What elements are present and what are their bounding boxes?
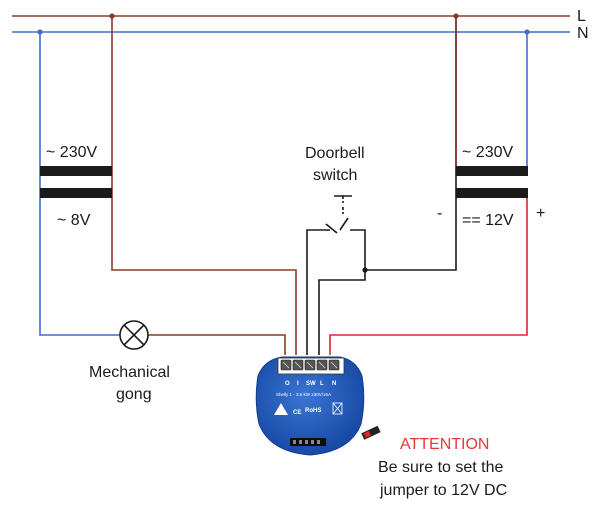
junction-dot [453,13,459,19]
left-transformer-primary-label: ~ 230V [46,144,97,161]
doorbell-switch-label-line1: Doorbell [305,145,365,162]
rohs-mark: RoHS [305,408,321,414]
relay-terminal-sw: SW [306,381,316,387]
left-transformer-secondary-label: ~ 8V [57,212,91,229]
right-transformer-primary [456,166,528,176]
junction-dot [109,13,115,19]
relay-terminal-n: N [332,381,336,387]
live-label: L [577,8,586,25]
attention-line2: jumper to 12V DC [379,482,507,499]
neutral-to-relay-wire [318,270,366,355]
left-transformer-secondary [40,188,112,198]
left-transformer-primary [40,166,112,176]
doorbell-switch-label-line2: switch [313,167,357,184]
dc-minus-label: - [437,205,442,222]
dc-plus-label: + [536,205,545,222]
left-neutral-wire [39,32,120,336]
neutral-label: N [577,25,589,42]
right-live-wire [365,16,457,271]
gong-to-relay-wire [148,334,286,355]
doorbell-switch-symbol [325,195,352,234]
gong-label-line1: Mechanical [89,364,170,381]
relay-module: O I SW L N Shelly 1 - 3.5 kW 230V/16A CE… [255,356,365,456]
switch-right-wire [350,229,366,270]
relay-terminal-o: O [285,381,290,387]
relay-terminal-i: I [297,381,299,387]
attention-line1: Be sure to set the [378,459,504,476]
right-transformer-secondary-label: == 12V [462,212,514,229]
relay-terminal-l: L [320,381,324,387]
right-transformer-primary-label: ~ 230V [462,144,513,161]
ce-mark: CE [293,410,301,416]
jumper-icon [361,425,381,440]
recycle-bin-icon [332,402,343,415]
switch-left-wire [306,229,330,355]
warning-icon [274,403,288,415]
left-live-wire [111,16,297,355]
relay-model-text: Shelly 1 - 3.5 kW 230V/16A [276,392,331,397]
attention-title: ATTENTION [400,436,489,453]
dc-positive-wire [329,198,528,355]
gong-lamp-symbol [119,320,149,350]
right-transformer-secondary [456,188,528,198]
gong-label-line2: gong [116,386,152,403]
